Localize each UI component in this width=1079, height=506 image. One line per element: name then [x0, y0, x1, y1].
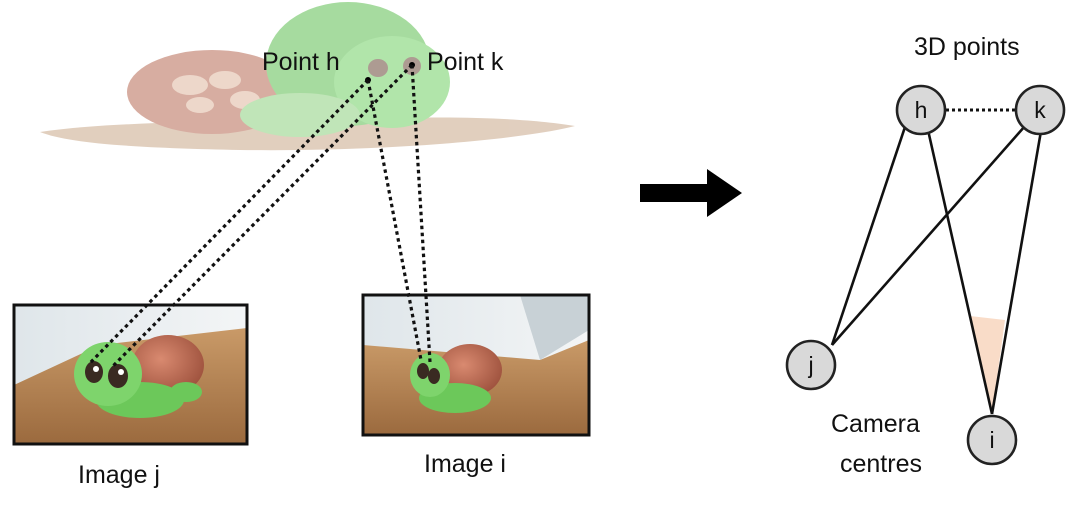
- graph-node-h: h: [895, 84, 947, 136]
- reconstruction-point-cloud: [40, 2, 575, 151]
- edge-k-i: [990, 130, 1043, 415]
- graph-title: 3D points: [914, 33, 1020, 61]
- camera-centres-label-line2: centres: [840, 450, 922, 478]
- image-i-caption: Image i: [424, 450, 506, 478]
- ray-h-to-image-j: [88, 78, 370, 365]
- graph-node-k: k: [1014, 84, 1066, 136]
- ray-h-to-image-i: [366, 79, 423, 361]
- ray-k-to-image-j: [110, 63, 414, 369]
- projection-rays: [88, 63, 432, 369]
- edge-h-i: [926, 129, 994, 415]
- graph-node-j: j: [785, 339, 837, 391]
- node-i-label: i: [989, 427, 994, 453]
- node-k-label: k: [1034, 97, 1046, 123]
- graph-node-i: i: [966, 414, 1018, 466]
- point-k-label: Point k: [427, 48, 504, 76]
- image-j-photo: [12, 303, 249, 446]
- node-h-label: h: [915, 97, 928, 123]
- image-j-caption: Image j: [78, 461, 160, 489]
- transform-arrow: [640, 169, 742, 217]
- camera-centres-label-line1: Camera: [831, 410, 920, 438]
- image-i-photo: [361, 293, 591, 437]
- edge-h-j: [830, 126, 907, 346]
- node-j-label: j: [807, 352, 813, 378]
- angle-wedge: [970, 316, 1005, 414]
- point-h-label: Point h: [262, 48, 340, 76]
- ray-k-to-image-i: [410, 64, 432, 363]
- graph-edges: [830, 108, 1043, 415]
- edge-k-j: [831, 125, 1026, 346]
